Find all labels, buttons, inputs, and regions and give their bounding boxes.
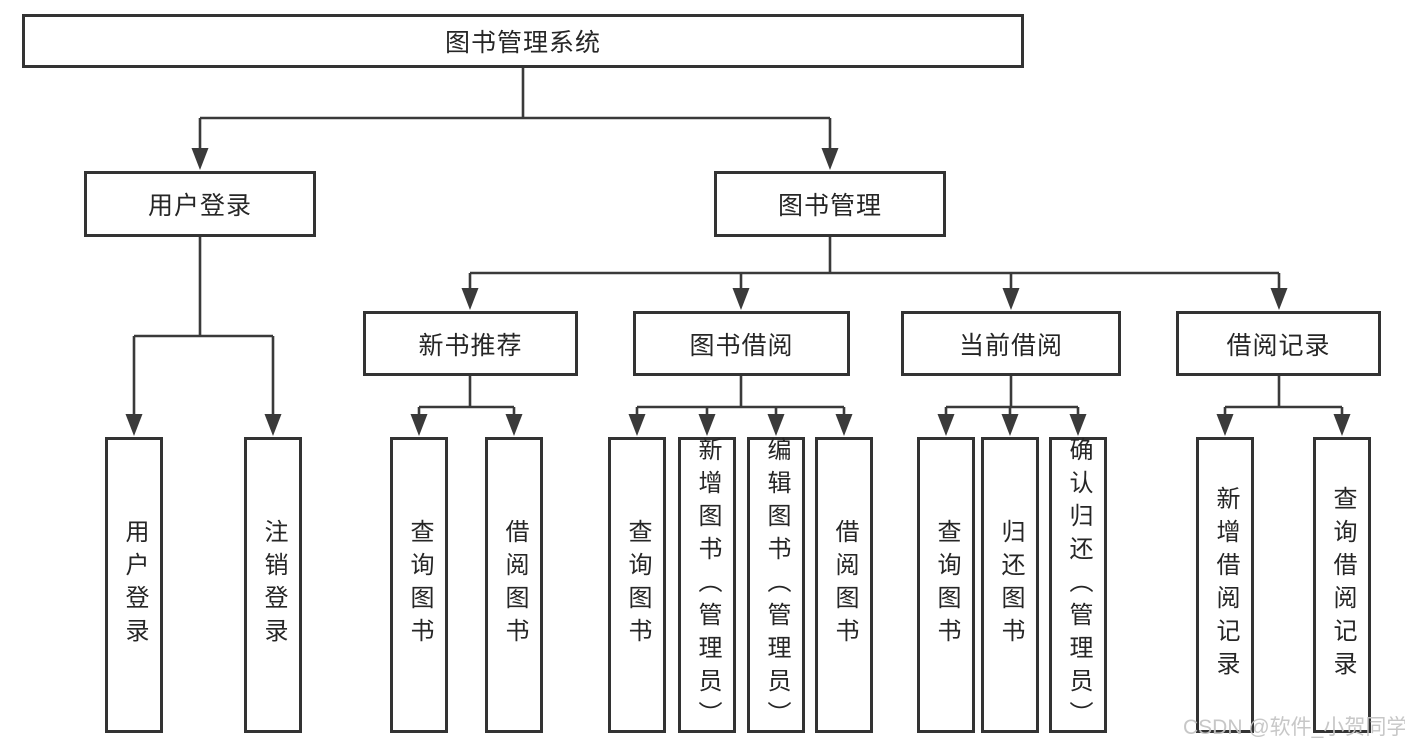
csdn-watermark: CSDN @软件_小贺同学	[1183, 716, 1405, 739]
leaf-query-books-2-label: 查询图书	[624, 519, 651, 651]
leaf-return-books-label: 归还图书	[997, 519, 1024, 651]
leaf-borrow-books-1: 借阅图书	[485, 437, 543, 733]
leaf-query-books-1-label: 查询图书	[406, 519, 433, 651]
leaf-add-books-admin-label: 新增图书（管理员）	[694, 436, 721, 734]
node-borrowing-records-label: 借阅记录	[1226, 331, 1331, 360]
node-root: 图书管理系统	[22, 14, 1024, 68]
node-new-book-recommend-label: 新书推荐	[418, 331, 523, 360]
leaf-logout: 注销登录	[244, 437, 302, 733]
leaf-query-books-3: 查询图书	[917, 437, 975, 733]
leaf-add-books-admin: 新增图书（管理员）	[678, 436, 736, 734]
node-root-label: 图书管理系统	[444, 29, 601, 57]
leaf-query-books-1: 查询图书	[390, 437, 448, 733]
leaf-logout-label: 注销登录	[260, 519, 287, 651]
leaf-query-borrow-record: 查询借阅记录	[1313, 437, 1371, 733]
leaf-confirm-return-admin-label: 确认归还（管理员）	[1065, 436, 1092, 734]
node-new-book-recommend: 新书推荐	[363, 311, 578, 376]
leaf-user-login-label: 用户登录	[121, 519, 148, 651]
leaf-query-books-2: 查询图书	[608, 437, 666, 733]
node-book-management: 图书管理	[714, 171, 946, 237]
node-user-login-label: 用户登录	[147, 192, 252, 220]
leaf-edit-books-admin: 编辑图书（管理员）	[747, 436, 805, 734]
leaf-edit-books-admin-label: 编辑图书（管理员）	[763, 436, 790, 734]
node-book-management-label: 图书管理	[777, 192, 882, 220]
node-current-borrowing-label: 当前借阅	[958, 331, 1063, 360]
leaf-query-books-3-label: 查询图书	[933, 519, 960, 651]
node-book-borrowing: 图书借阅	[633, 311, 850, 376]
leaf-confirm-return-admin: 确认归还（管理员）	[1049, 436, 1107, 734]
leaf-query-borrow-record-label: 查询借阅记录	[1329, 486, 1356, 684]
node-borrowing-records: 借阅记录	[1176, 311, 1381, 376]
node-user-login: 用户登录	[84, 171, 316, 237]
leaf-borrow-books-2-label: 借阅图书	[831, 519, 858, 651]
leaf-return-books: 归还图书	[981, 437, 1039, 733]
leaf-borrow-books-1-label: 借阅图书	[501, 519, 528, 651]
node-current-borrowing: 当前借阅	[901, 311, 1121, 376]
node-book-borrowing-label: 图书借阅	[689, 331, 794, 360]
leaf-user-login: 用户登录	[105, 437, 163, 733]
leaf-borrow-books-2: 借阅图书	[815, 437, 873, 733]
leaf-add-borrow-record: 新增借阅记录	[1196, 437, 1254, 733]
connector-arrowheads	[125, 148, 1351, 436]
leaf-add-borrow-record-label: 新增借阅记录	[1212, 486, 1239, 684]
